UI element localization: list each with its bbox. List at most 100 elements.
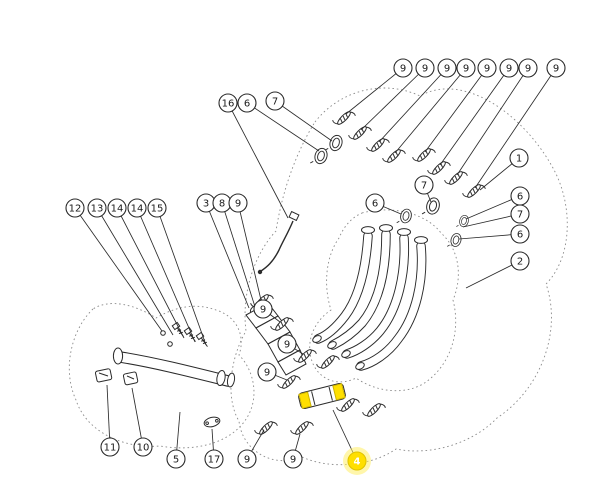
callout-6-9[interactable]: 6 — [237, 93, 257, 113]
pipe-flanges — [312, 224, 428, 370]
leader-line-8-24 — [221, 202, 258, 314]
spring — [253, 415, 279, 441]
spring — [381, 143, 407, 169]
svg-text:17: 17 — [208, 455, 221, 466]
svg-text:7: 7 — [421, 181, 427, 192]
spring — [461, 178, 487, 204]
leader-line-13-19 — [96, 207, 174, 336]
callout-9-26[interactable]: 9 — [253, 299, 273, 319]
svg-text:9: 9 — [463, 64, 469, 75]
leader-line-3-23 — [205, 202, 250, 309]
callout-11-29[interactable]: 11 — [100, 437, 120, 457]
callout-9-2[interactable]: 9 — [437, 58, 457, 78]
leader-line-9-1 — [360, 67, 426, 131]
spring — [361, 397, 387, 423]
brackets — [94, 368, 139, 386]
svg-text:6: 6 — [244, 99, 250, 110]
leader-line-11-29 — [106, 384, 111, 448]
svg-text:9: 9 — [444, 64, 450, 75]
leader-line-9-3 — [394, 67, 467, 154]
callout-9-25[interactable]: 9 — [228, 193, 248, 213]
outline-main — [230, 87, 568, 466]
svg-text:9: 9 — [506, 64, 512, 75]
callout-6-12[interactable]: 6 — [365, 193, 385, 213]
leader-line-9-2 — [378, 67, 448, 143]
svg-text:9: 9 — [422, 64, 428, 75]
callout-1-13[interactable]: 1 — [509, 148, 529, 168]
svg-text:2: 2 — [517, 257, 523, 268]
callout-2-17[interactable]: 2 — [510, 251, 530, 271]
callout-14-21[interactable]: 14 — [127, 198, 147, 218]
svg-text:9: 9 — [484, 64, 490, 75]
leader-line-9-6 — [456, 67, 529, 176]
svg-text:14: 14 — [131, 204, 144, 215]
clamp-ring — [421, 195, 442, 219]
callout-6-14[interactable]: 6 — [510, 186, 530, 206]
svg-text:6: 6 — [372, 199, 378, 210]
callout-16-8[interactable]: 16 — [218, 93, 238, 113]
leader-line-9-5 — [439, 67, 510, 166]
svg-text:9: 9 — [235, 199, 241, 210]
leader-line-9-25 — [237, 202, 262, 301]
part-4-sleeve[interactable] — [298, 383, 347, 410]
leader-line-14-21 — [136, 207, 196, 343]
callout-9-7[interactable]: 9 — [546, 58, 566, 78]
callout-9-27[interactable]: 9 — [277, 334, 297, 354]
leader-line-15-22 — [156, 207, 207, 346]
callout-8-24[interactable]: 8 — [212, 193, 232, 213]
callout-10-30[interactable]: 10 — [133, 437, 153, 457]
leader-line-9-4 — [424, 67, 488, 153]
leader-line-9-0 — [345, 67, 404, 115]
svg-text:7: 7 — [517, 210, 523, 221]
callout-14-20[interactable]: 14 — [107, 198, 127, 218]
svg-text:9: 9 — [244, 455, 250, 466]
callout-7-15[interactable]: 7 — [510, 204, 530, 224]
callout-9-4[interactable]: 9 — [477, 58, 497, 78]
leader-line-16-8 — [227, 102, 289, 219]
callout-15-22[interactable]: 15 — [147, 198, 167, 218]
callout-5-31[interactable]: 5 — [166, 449, 186, 469]
svg-text:9: 9 — [400, 64, 406, 75]
svg-text:13: 13 — [91, 204, 104, 215]
header-pipes — [312, 224, 428, 371]
clamp-ring — [396, 206, 414, 227]
callout-6-16[interactable]: 6 — [510, 224, 530, 244]
callout-4-35[interactable]: 4 — [343, 447, 371, 475]
callout-9-6[interactable]: 9 — [518, 58, 538, 78]
callout-17-32[interactable]: 17 — [204, 449, 224, 469]
callout-7-10[interactable]: 7 — [265, 91, 285, 111]
callout-9-34[interactable]: 9 — [283, 449, 303, 469]
svg-text:7: 7 — [272, 97, 278, 108]
leader-line-7-15 — [462, 213, 521, 228]
callout-9-3[interactable]: 9 — [456, 58, 476, 78]
svg-text:8: 8 — [219, 199, 225, 210]
svg-text:9: 9 — [290, 455, 296, 466]
svg-text:3: 3 — [203, 199, 209, 210]
svg-text:16: 16 — [222, 99, 235, 110]
leader-line-12-18 — [74, 207, 163, 332]
leader-line-7-10 — [274, 100, 333, 142]
clamp-ring — [324, 132, 345, 155]
gasket — [203, 416, 221, 428]
callout-3-23[interactable]: 3 — [196, 193, 216, 213]
spring — [289, 415, 315, 441]
svg-text:9: 9 — [264, 368, 270, 379]
callout-7-11[interactable]: 7 — [414, 175, 434, 195]
callout-12-18[interactable]: 12 — [65, 198, 85, 218]
callout-13-19[interactable]: 13 — [87, 198, 107, 218]
svg-text:5: 5 — [173, 455, 179, 466]
callout-9-33[interactable]: 9 — [237, 449, 257, 469]
callout-9-1[interactable]: 9 — [415, 58, 435, 78]
callout-9-0[interactable]: 9 — [393, 58, 413, 78]
link-pipe — [112, 347, 236, 388]
svg-text:12: 12 — [69, 204, 82, 215]
outline-left-assembly — [68, 303, 255, 449]
fasteners — [160, 321, 211, 349]
spring — [315, 349, 341, 375]
group-outlines — [68, 87, 568, 466]
sensor-cable — [257, 210, 300, 275]
callout-9-5[interactable]: 9 — [499, 58, 519, 78]
callout-9-28[interactable]: 9 — [257, 362, 277, 382]
